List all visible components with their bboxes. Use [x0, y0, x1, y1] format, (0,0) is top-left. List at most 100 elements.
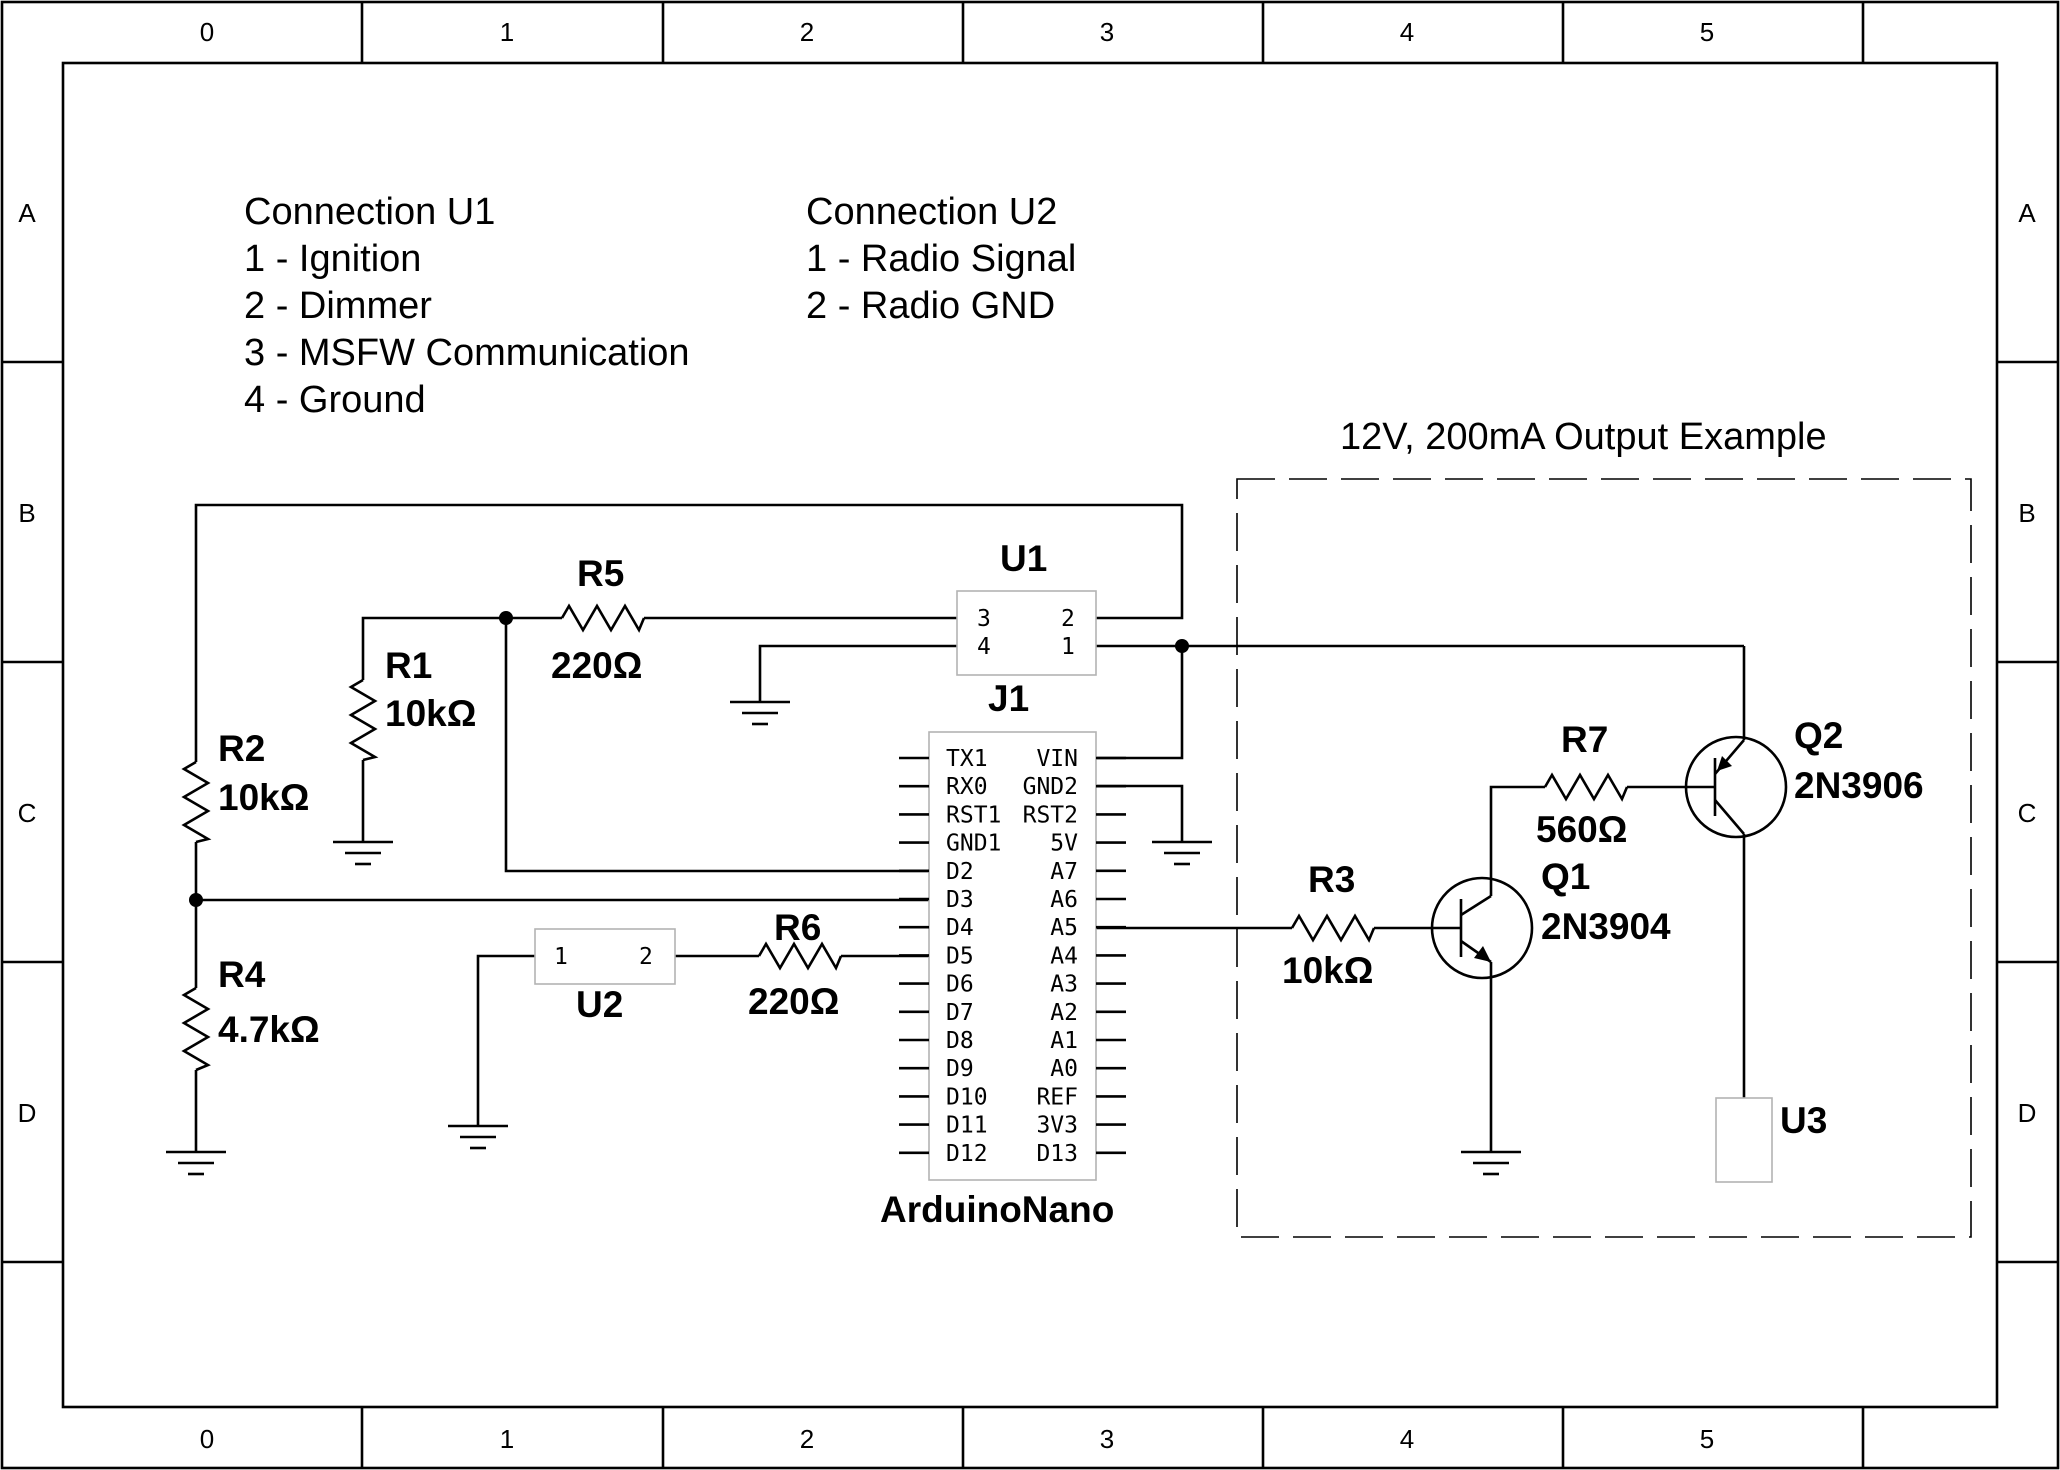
r5-value-label: 220Ω — [551, 645, 642, 686]
zone-row-left-c: C — [18, 798, 37, 828]
j1-right-pin-label: VIN — [1036, 746, 1078, 772]
output-example-title: 12V, 200mA Output Example — [1340, 416, 1827, 458]
note-u1-line-3: 3 - MSFW Communication — [244, 332, 690, 374]
q2-emitter-arrow — [1717, 756, 1732, 771]
r2-value-label: 10kΩ — [218, 777, 309, 818]
output-example-boundary — [1236, 478, 1972, 1238]
junction-dot — [1175, 639, 1189, 653]
r6-ref-label: R6 — [774, 907, 821, 948]
j1-value-label: ArduinoNano — [880, 1189, 1114, 1230]
j1-left-pin-label: TX1 — [946, 746, 988, 772]
u2-pin-2-label: 2 — [639, 944, 653, 970]
zone-row-left-d: D — [18, 1098, 37, 1128]
j1-left-pin-label: D3 — [946, 887, 974, 913]
ground-symbol — [166, 1150, 226, 1176]
zone-row-right-c: C — [2018, 798, 2037, 828]
u1-pin-2-label: 2 — [1061, 606, 1075, 632]
j1-ref-label: J1 — [988, 678, 1029, 719]
u1-pin-4-label: 4 — [977, 634, 991, 660]
j1-right-pin-label: GND2 — [1023, 774, 1078, 800]
r6-value-label: 220Ω — [748, 981, 839, 1022]
ground-symbol — [1152, 840, 1212, 866]
j1-left-pin-label: D6 — [946, 972, 974, 998]
u1-ref-label: U1 — [1000, 538, 1047, 579]
q1-value-label: 2N3904 — [1541, 906, 1671, 947]
zone-column-bottom-0: 0 — [200, 1424, 214, 1454]
junction-dots — [189, 611, 1189, 907]
j1-left-pin-label: GND1 — [946, 831, 1001, 857]
resistor-r3: R3 10kΩ — [1282, 859, 1376, 991]
note-u1-line-4: 4 - Ground — [244, 379, 426, 421]
j1-left-pin-label: D12 — [946, 1141, 988, 1167]
u1-pin-3-label: 3 — [977, 606, 991, 632]
note-u1-line-1: 1 - Ignition — [244, 238, 421, 280]
zone-row-left-b: B — [18, 498, 35, 528]
j1-left-pin-label: D11 — [946, 1113, 988, 1139]
j1-right-pin-label: D13 — [1036, 1141, 1078, 1167]
note-u2-title: Connection U2 — [806, 191, 1057, 233]
transistor-q1: Q1 2N3904 — [1430, 856, 1671, 980]
connector-u2: 1 2 U2 — [534, 928, 676, 1025]
r5-ref-label: R5 — [577, 553, 624, 594]
zone-column-top-1: 1 — [500, 17, 514, 47]
j1-right-pin-label: A4 — [1050, 943, 1078, 969]
ground-symbol — [333, 840, 393, 866]
j1-left-pin-label: D2 — [946, 859, 974, 885]
q2-value-label: 2N3906 — [1794, 765, 1924, 806]
zone-row-right-d: D — [2018, 1098, 2037, 1128]
j1-right-pin-label: A0 — [1050, 1056, 1078, 1082]
q1-emitter-arrow — [1474, 946, 1491, 962]
resistor-r7: R7 560Ω — [1536, 719, 1629, 850]
zone-column-top-3: 3 — [1100, 17, 1114, 47]
j1-left-pin-label: D7 — [946, 1000, 974, 1026]
r3-ref-label: R3 — [1308, 859, 1355, 900]
j1-right-pin-label: 5V — [1050, 831, 1078, 857]
ground-symbol — [1461, 1150, 1521, 1176]
resistor-r1: R1 10kΩ — [348, 645, 476, 762]
connector-u3: U3 — [1715, 1097, 1827, 1183]
zone-column-bottom-5: 5 — [1700, 1424, 1714, 1454]
resistor-r6: R6 220Ω — [748, 907, 843, 1022]
r4-ref-label: R4 — [218, 954, 266, 995]
note-u1-line-2: 2 - Dimmer — [244, 285, 432, 327]
u3-ref-label: U3 — [1780, 1100, 1827, 1141]
r7-ref-label: R7 — [1561, 719, 1608, 760]
zone-row-left-a: A — [18, 198, 36, 228]
r7-value-label: 560Ω — [1536, 809, 1627, 850]
r2-ref-label: R2 — [218, 728, 265, 769]
r1-ref-label: R1 — [385, 645, 432, 686]
arduino-nano-j1: TX1RX0RST1GND1D2D3D4D5D6D7D8D9D10D11D12V… — [880, 678, 1126, 1230]
connection-notes-u1: Connection U1 1 - Ignition 2 - Dimmer 3 … — [244, 191, 690, 421]
j1-right-pin-label: REF — [1036, 1084, 1078, 1110]
junction-dot — [189, 893, 203, 907]
j1-left-pin-label: D5 — [946, 943, 974, 969]
connection-notes-u2: Connection U2 1 - Radio Signal 2 - Radio… — [806, 191, 1076, 327]
q2-ref-label: Q2 — [1794, 715, 1843, 756]
j1-right-pin-label: RST2 — [1023, 802, 1078, 828]
zone-column-bottom-2: 2 — [800, 1424, 814, 1454]
ground-symbol — [448, 1124, 508, 1150]
junction-dot — [499, 611, 513, 625]
zone-column-bottom-4: 4 — [1400, 1424, 1414, 1454]
j1-left-pin-label: D9 — [946, 1056, 974, 1082]
u2-ref-label: U2 — [576, 984, 623, 1025]
zone-column-bottom-1: 1 — [500, 1424, 514, 1454]
zone-column-bottom-3: 3 — [1100, 1424, 1114, 1454]
zone-column-top-5: 5 — [1700, 17, 1714, 47]
zone-row-right-b: B — [2018, 498, 2035, 528]
q1-ref-label: Q1 — [1541, 856, 1590, 897]
j1-left-pin-label: D8 — [946, 1028, 974, 1054]
r4-value-label: 4.7kΩ — [218, 1009, 320, 1050]
j1-left-pin-label: RST1 — [946, 802, 1001, 828]
r1-value-label: 10kΩ — [385, 693, 476, 734]
j1-left-pin-label: D10 — [946, 1084, 988, 1110]
resistor-r2: R2 10kΩ — [181, 728, 309, 844]
zone-column-top-0: 0 — [200, 17, 214, 47]
u2-pin-1-label: 1 — [554, 944, 568, 970]
j1-right-pin-label: A7 — [1050, 859, 1078, 885]
j1-left-pin-label: RX0 — [946, 774, 988, 800]
j1-right-pin-label: A6 — [1050, 887, 1078, 913]
j1-right-pin-label: A5 — [1050, 915, 1078, 941]
